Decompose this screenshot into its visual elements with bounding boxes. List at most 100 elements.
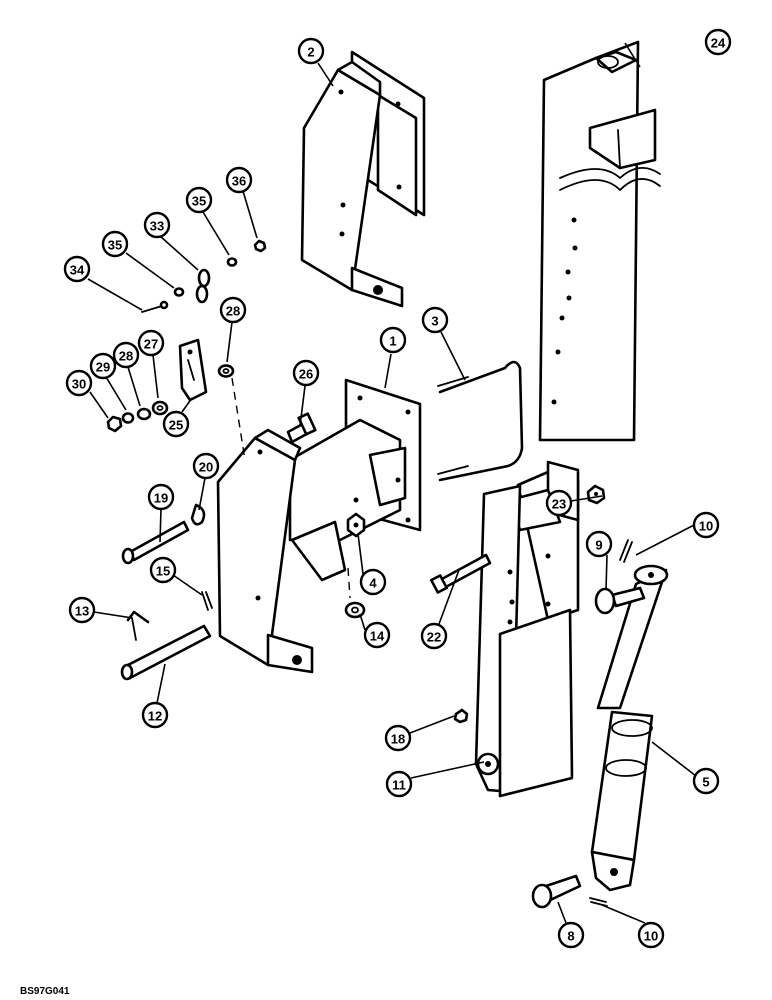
callout-33: 33 bbox=[143, 211, 171, 239]
part-19-pin bbox=[121, 520, 190, 565]
part-4-nut bbox=[346, 512, 366, 538]
svg-text:2: 2 bbox=[307, 45, 314, 60]
part-1-main-frame bbox=[216, 378, 422, 674]
callout-29: 29 bbox=[89, 352, 117, 380]
callout-12: 12 bbox=[141, 701, 169, 729]
part-34-screw bbox=[141, 300, 169, 313]
svg-text:29: 29 bbox=[96, 360, 110, 375]
callout-28-lower: 28 bbox=[112, 341, 140, 369]
svg-text:35: 35 bbox=[108, 238, 122, 253]
part-27-washer bbox=[151, 400, 169, 416]
svg-text:33: 33 bbox=[150, 219, 164, 234]
svg-text:8: 8 bbox=[567, 929, 574, 944]
part-22-bolt bbox=[429, 553, 492, 594]
callout-23: 23 bbox=[545, 489, 573, 517]
part-20-clip bbox=[190, 503, 206, 526]
callout-9: 9 bbox=[585, 530, 613, 558]
svg-text:36: 36 bbox=[232, 174, 246, 189]
svg-text:22: 22 bbox=[427, 630, 441, 645]
svg-text:26: 26 bbox=[299, 367, 313, 382]
svg-text:1: 1 bbox=[389, 334, 396, 349]
part-33-chain bbox=[195, 268, 211, 304]
part-35-washer-b bbox=[226, 257, 238, 267]
svg-text:28: 28 bbox=[119, 349, 133, 364]
svg-text:20: 20 bbox=[199, 460, 213, 475]
part-28-washer-upper bbox=[217, 364, 235, 378]
svg-text:10: 10 bbox=[699, 519, 713, 534]
svg-text:24: 24 bbox=[711, 36, 726, 51]
alignment-line bbox=[347, 567, 351, 599]
callout-3: 3 bbox=[421, 306, 449, 334]
svg-text:13: 13 bbox=[75, 604, 89, 619]
svg-text:30: 30 bbox=[72, 377, 86, 392]
callout-11: 11 bbox=[385, 770, 413, 798]
part-5-cylinder bbox=[590, 564, 669, 892]
callout-22: 22 bbox=[420, 622, 448, 650]
svg-text:23: 23 bbox=[552, 497, 566, 512]
svg-text:12: 12 bbox=[148, 709, 162, 724]
svg-text:15: 15 bbox=[156, 564, 170, 579]
part-3-u-bolt bbox=[437, 360, 524, 482]
svg-text:25: 25 bbox=[169, 418, 183, 433]
callout-24: 24 bbox=[704, 28, 732, 56]
svg-text:4: 4 bbox=[369, 576, 377, 591]
leader-lines bbox=[87, 42, 697, 924]
svg-text:34: 34 bbox=[70, 263, 85, 278]
callout-10-upper: 10 bbox=[692, 511, 720, 539]
part-2-upper-bracket bbox=[300, 50, 426, 308]
callout-36: 36 bbox=[225, 166, 253, 194]
svg-text:27: 27 bbox=[144, 337, 158, 352]
part-8-pin bbox=[531, 874, 582, 909]
part-28-washer-lower bbox=[136, 407, 152, 421]
callout-19: 19 bbox=[147, 483, 175, 511]
part-18-fitting bbox=[453, 708, 469, 724]
callout-10-lower: 10 bbox=[637, 921, 665, 949]
callout-1: 1 bbox=[379, 326, 407, 354]
part-25-plate bbox=[178, 338, 208, 402]
callout-34: 34 bbox=[63, 255, 91, 283]
part-26-bolt bbox=[286, 412, 317, 444]
part-12-pin bbox=[120, 624, 212, 681]
part-24-upper-tube bbox=[538, 40, 661, 442]
svg-text:28: 28 bbox=[226, 304, 240, 319]
part-13-l-pin bbox=[126, 610, 150, 641]
callout-27: 27 bbox=[137, 329, 165, 357]
svg-text:11: 11 bbox=[392, 778, 406, 793]
svg-text:3: 3 bbox=[431, 314, 438, 329]
svg-text:14: 14 bbox=[370, 629, 385, 644]
callout-5: 5 bbox=[692, 767, 720, 795]
svg-text:19: 19 bbox=[154, 491, 168, 506]
part-14-washer bbox=[344, 601, 366, 619]
callout-25: 25 bbox=[162, 410, 190, 438]
svg-text:18: 18 bbox=[391, 732, 405, 747]
callout-4: 4 bbox=[359, 568, 387, 596]
callout-2: 2 bbox=[297, 37, 325, 65]
part-10-cotter-upper bbox=[619, 539, 633, 563]
alignment-line bbox=[231, 377, 246, 461]
part-29-washer bbox=[121, 412, 135, 424]
callout-8: 8 bbox=[557, 921, 585, 949]
callout-14: 14 bbox=[363, 621, 391, 649]
part-36-nut bbox=[253, 239, 267, 253]
svg-text:10: 10 bbox=[644, 929, 658, 944]
callout-35-right: 35 bbox=[185, 186, 213, 214]
svg-text:5: 5 bbox=[702, 775, 709, 790]
part-10-cotter-lower bbox=[589, 897, 608, 907]
svg-text:9: 9 bbox=[595, 538, 602, 553]
callouts: 1 2 3 4 5 8 9 10 10 11 12 13 14 15 18 19… bbox=[63, 28, 732, 949]
callout-26: 26 bbox=[292, 359, 320, 387]
callout-28-upper: 28 bbox=[219, 296, 247, 324]
callout-15: 15 bbox=[149, 556, 177, 584]
callout-18: 18 bbox=[384, 724, 412, 752]
callout-20: 20 bbox=[192, 452, 220, 480]
small-hardware bbox=[106, 239, 646, 909]
part-23-nut bbox=[586, 484, 606, 505]
part-35-washer-a bbox=[173, 287, 185, 297]
callout-35-left: 35 bbox=[101, 230, 129, 258]
part-9-pin bbox=[594, 586, 646, 615]
callout-13: 13 bbox=[68, 596, 96, 624]
callout-30: 30 bbox=[65, 369, 93, 397]
figure-code: BS97G041 bbox=[20, 986, 70, 997]
